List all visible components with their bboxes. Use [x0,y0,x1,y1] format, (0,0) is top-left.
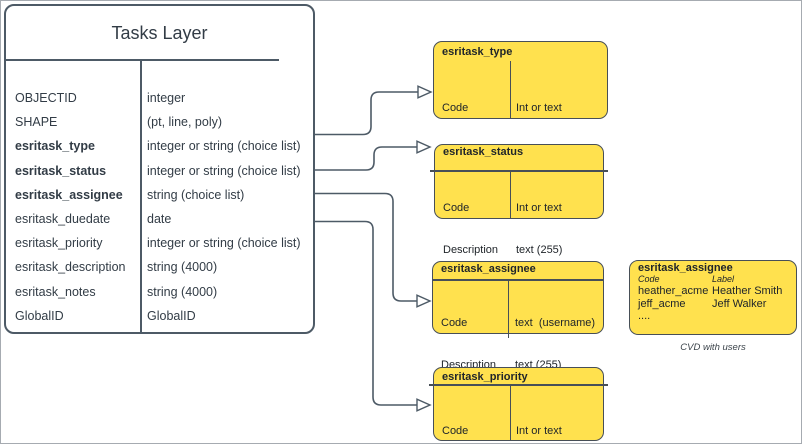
field-name: OBJECTID [15,91,77,105]
domain-box-title: esritask_status [443,146,524,158]
field-row: esritask_description string (4000) [6,255,313,279]
field-type: integer or string (choice list) [147,139,301,154]
domain-box-esritask-type: esritask_type Code Description Int or te… [433,41,608,156]
column-divider [510,384,512,440]
field-name: esritask_status [15,163,107,178]
domain-box-esritask-assignee: esritask_assignee Code Description text … [432,261,604,371]
connector-esritask-status [315,146,417,171]
table-title: Tasks Layer [111,23,208,43]
domain-field-types: Int or text text (255) [516,425,562,437]
field-type: (pt, line, poly) [147,115,223,130]
arrowhead-icon [417,85,433,99]
cvd-header-label: Label [712,274,735,284]
cvd-column-headers: Code Label [638,274,734,284]
field-row: esritask_duedate date [6,207,313,231]
tasks-layer-table: Tasks Layer OBJECTID integer SHAPE (pt, … [4,4,315,334]
column-divider [510,61,512,118]
field-name: esritask_priority [15,236,103,251]
field-name: esritask_notes [15,284,96,299]
field-row: OBJECTID integer [6,86,313,110]
field-row: esritask_notes string (4000) [6,280,313,304]
field-type: GlobalID [147,308,196,323]
cvd-box-title: esritask_assignee [638,262,733,274]
field-row: GlobalID GlobalID [6,304,313,328]
field-type: string (4000) [147,260,218,275]
field-row: esritask_type integer or string (choice … [6,134,313,158]
domain-box-title: esritask_priority [442,371,528,383]
column-divider [508,279,510,338]
field-row: esritask_assignee string (choice list) [6,183,313,207]
cvd-box-esritask-assignee: esritask_assignee Code Label heather_acm… [629,260,797,335]
domain-box-title: esritask_type [442,46,513,58]
domain-field-names: Code Description [442,425,469,437]
field-name: GlobalID [15,308,64,323]
field-type: date [147,211,172,226]
field-name: esritask_description [15,260,126,275]
field-name: esritask_type [15,139,95,154]
field-name: SHAPE [15,115,58,130]
domain-field-types: Int or text text (255) [516,202,563,256]
field-type: string (4000) [147,284,218,299]
cvd-rows: heather_acme Heather Smith jeff_acme Jef… [638,285,792,323]
cvd-row: jeff_acme Jeff Walker [638,297,767,310]
field-name: esritask_assignee [15,187,123,202]
domain-field-names: Code Description [443,202,499,256]
title-separator [432,279,604,281]
column-divider [140,60,142,332]
connector-esritask-priority [315,220,417,406]
arrowhead-icon [416,294,432,308]
domain-box-esritask-status: esritask_status Code Description Int or … [430,144,608,256]
cvd-caption: CVD with users [680,342,746,353]
field-type: integer or string (choice list) [147,163,301,178]
field-rows: OBJECTID integer SHAPE (pt, line, poly) … [6,86,313,328]
field-row: esritask_status integer or string (choic… [6,159,313,183]
field-type: integer or string (choice list) [147,236,301,251]
title-separator [4,59,279,61]
cvd-row: .... [638,310,651,323]
domain-box-title: esritask_assignee [441,263,536,275]
cvd-row: heather_acme Heather Smith [638,285,783,297]
title-separator [429,384,608,386]
connector-esritask-type [315,91,418,136]
field-name: esritask_duedate [15,211,111,226]
connector-esritask-assignee [315,192,417,302]
field-row: esritask_priority integer or string (cho… [6,231,313,255]
title-separator [430,170,608,172]
arrowhead-icon [416,140,432,154]
field-type: integer [147,91,186,105]
field-type: string (choice list) [147,187,245,202]
field-row: SHAPE (pt, line, poly) [6,110,313,134]
cvd-header-code: Code [638,274,660,284]
domain-box-esritask-priority: esritask_priority Code Description Int o… [429,367,608,441]
arrowhead-icon [416,398,432,412]
column-divider [510,170,512,218]
